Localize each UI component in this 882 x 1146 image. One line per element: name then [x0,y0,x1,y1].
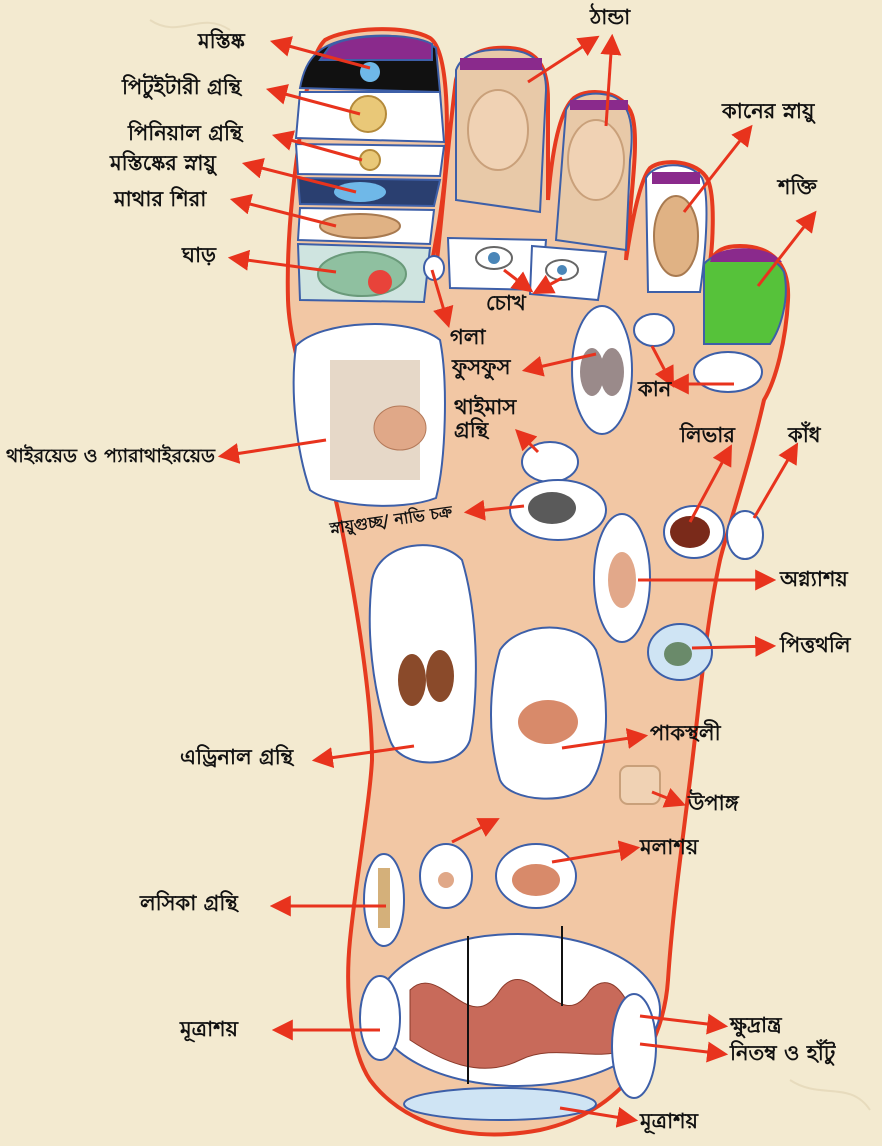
big-toe-zones [296,36,444,302]
appendix-zone [620,766,660,804]
label-bladder-left: মূত্রাশয় [180,1018,238,1041]
bladder-left-zone [360,976,400,1060]
label-bladder-bottom: মূত্রাশয় [640,1110,698,1133]
label-lymph: লসিকা গ্রন্থি [140,892,238,915]
label-stomach: পাকস্থলী [650,722,721,745]
solar-plexus-zone [510,480,606,540]
label-head-vein: মাথার শিরা [114,188,206,211]
lungs-zone [572,306,632,434]
label-ear-nerve: কানের স্নায়ু [722,100,814,123]
shoulder-zone [727,511,763,559]
thyroid-zone [294,324,445,506]
label-neck: ঘাড় [182,244,216,267]
label-cold: ঠান্ডা [590,6,630,29]
label-pancreas: অগ্ন্যাশয় [780,568,848,591]
label-energy: শক্তি [778,176,817,199]
label-small-intestine: ক্ষুদ্রান্ত্র [730,1014,782,1037]
label-brain-nerve: মস্তিষ্কের স্নায়ু [110,152,216,175]
label-liver: লিভার [680,424,735,447]
label-pituitary: পিটুইটারী গ্রন্থি [122,76,241,99]
gallbladder-zone [648,624,712,680]
label-throat: গলা [450,326,486,349]
label-brain: মস্তিষ্ক [198,30,245,53]
bladder-bottom-zone [404,1088,596,1120]
label-ear: কান [638,378,671,401]
label-shoulder: কাঁধ [788,424,821,447]
label-thyroid: থাইরয়েড ও প্যারাথাইরয়েড [6,446,215,467]
label-hip-knee: নিতম্ব ও হাঁটু [730,1042,835,1065]
stomach-zone [491,628,606,799]
label-lungs: ফুসফুস [452,356,510,379]
label-gallbladder: পিত্তথলি [780,634,851,657]
label-eye: চোখ [486,292,526,315]
pancreas-zone [594,514,650,642]
thymus-zone [522,442,578,482]
label-pineal: পিনিয়াল গ্রন্থি [128,122,242,145]
adrenal-zone [370,545,476,762]
label-thymus: থাইমাস গ্রন্থি [454,396,516,442]
label-rectum: মলাশয় [640,836,698,859]
lymph-zone [364,854,404,946]
label-adrenal: এড্রিনাল গ্রন্থি [180,746,293,769]
label-appendix: উপাঙ্গ [688,792,739,815]
